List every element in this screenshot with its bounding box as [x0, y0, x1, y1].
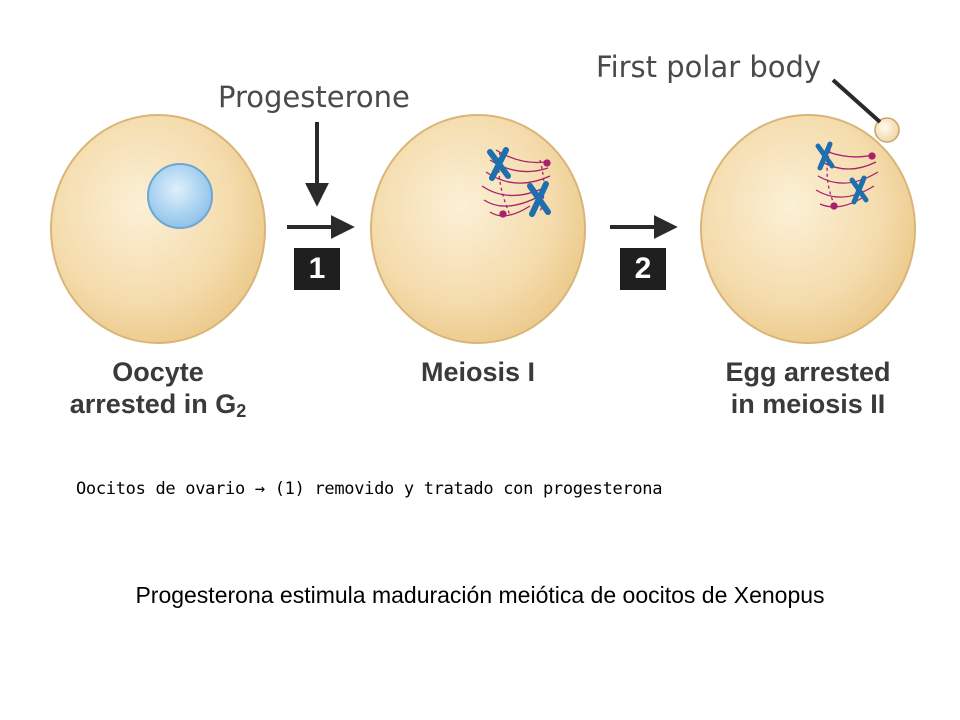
meiosis-i-chromosomes — [487, 147, 551, 217]
stage-oocyte-label: Oocyte arrested in G2 — [28, 356, 288, 427]
note-arrow-symbol: → — [254, 479, 265, 499]
meiosis-i-cell-body — [370, 114, 586, 344]
first-polar-body-label: First polar body — [596, 50, 822, 84]
oocyte-cell-body — [50, 114, 266, 344]
meiosis-i-cell — [370, 114, 586, 344]
stage-meiosis-ii-line1: Egg arrested — [725, 357, 891, 387]
meiosis-ii-egg-cell — [700, 114, 916, 344]
meiosis-ii-chromosomes — [815, 141, 869, 205]
step-2-box: 2 — [620, 248, 666, 290]
note-before: Oocitos de ovario — [76, 479, 245, 499]
meiosis-ii-spindle — [815, 149, 879, 210]
stage-oocyte-line2: arrested in G2 — [69, 389, 247, 421]
note-text: Oocitos de ovario → (1) removido y trata… — [76, 479, 662, 499]
step-1-box: 1 — [294, 248, 340, 290]
egg-cell-body — [700, 114, 916, 344]
oocyte-g2-cell — [50, 114, 266, 344]
first-polar-body — [874, 117, 900, 143]
stage-meiosis-ii-line2: in meiosis II — [730, 389, 886, 419]
oocyte-maturation-diagram — [50, 78, 916, 344]
caption: Progesterona estimula maduración meiótic… — [135, 582, 825, 608]
note-after: (1) removido y tratado con progesterona — [274, 479, 663, 499]
nucleus — [147, 163, 213, 229]
stage-meiosis-i-label: Meiosis I — [420, 357, 536, 387]
polar-body-pointer — [831, 78, 882, 124]
progesterone-label: Progesterone — [218, 80, 410, 114]
stage-meiosis-ii-label: Egg arrested in meiosis II — [678, 356, 938, 420]
stage-oocyte-line1: Oocyte — [112, 357, 204, 387]
